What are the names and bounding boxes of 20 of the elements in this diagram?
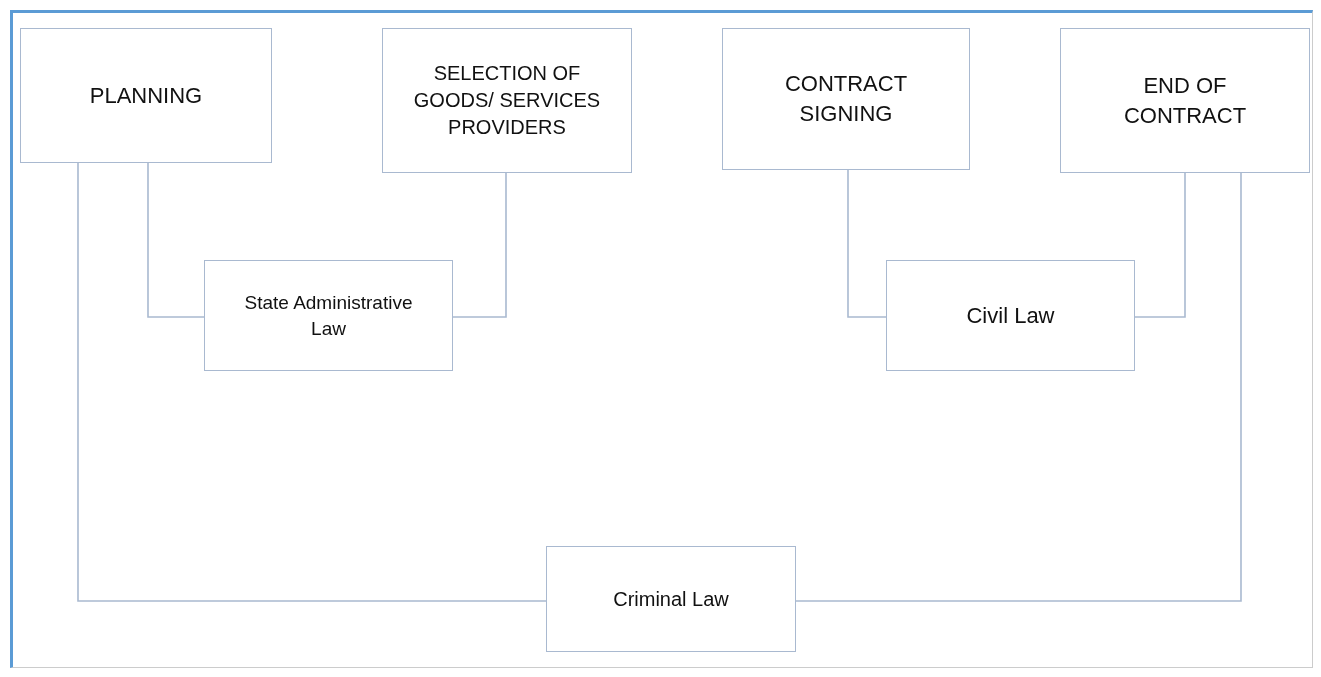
box-label: Criminal Law [613, 586, 729, 612]
process-box [546, 546, 796, 652]
box-label: SELECTION OF GOODS/ SERVICES PROVIDERS [412, 61, 602, 140]
connector-line [77, 162, 547, 602]
box-label: END OF CONTRACT [1122, 71, 1248, 130]
connector-line [847, 169, 887, 318]
process-box [204, 260, 453, 371]
connector-line [1134, 172, 1186, 318]
process-box [1060, 28, 1310, 173]
process-box [20, 28, 272, 163]
box-label: PLANNING [89, 81, 203, 110]
process-box [886, 260, 1135, 371]
box-label: State Administrative Law [243, 290, 414, 341]
connector-line [147, 162, 205, 318]
process-box [382, 28, 632, 173]
box-label: CONTRACT SIGNING [783, 70, 909, 128]
connector-line [795, 172, 1242, 602]
process-box [722, 28, 970, 170]
connector-line [452, 172, 507, 318]
box-label: Civil Law [966, 301, 1055, 330]
